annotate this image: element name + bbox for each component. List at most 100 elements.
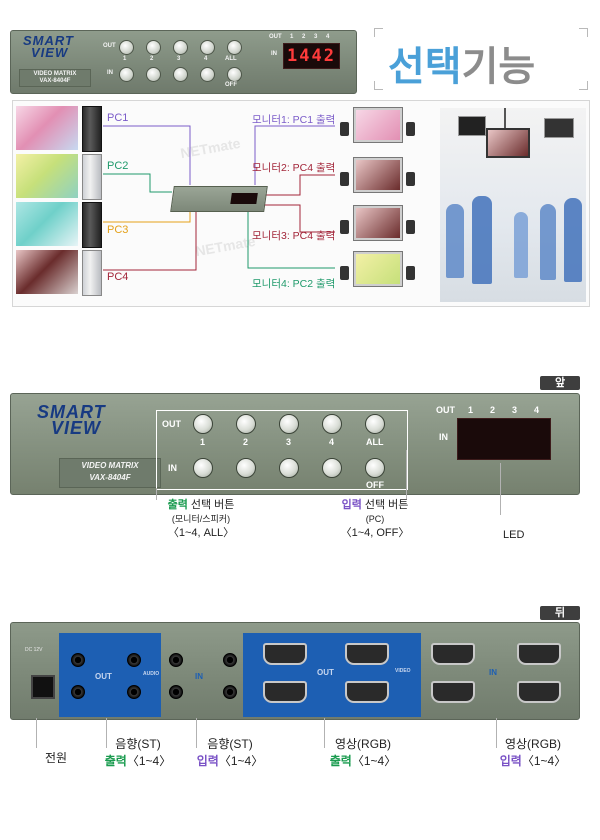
out-button-4[interactable] [200, 40, 215, 55]
front-model-plate: VIDEO MATRIX VAX-8404F [59, 458, 161, 488]
front-led-head-2: 2 [490, 405, 496, 415]
power-label: 전원 [44, 751, 68, 765]
front-led-in-label: IN [439, 432, 448, 442]
front-out-button-3[interactable] [279, 414, 299, 434]
model-line-1: VIDEO MATRIX [33, 71, 77, 77]
vga-in-port-4[interactable] [517, 681, 561, 703]
wire-mon2 [262, 174, 335, 196]
btn-num-3: 3 [177, 56, 181, 62]
in-button-4[interactable] [200, 67, 215, 82]
audio-in-title: 음향(ST) [207, 737, 253, 751]
front-in-button-off[interactable] [365, 458, 385, 478]
led-head-2: 2 [302, 34, 306, 40]
audio-out-label: 음향(ST) 출력〈1~4〉 [98, 736, 178, 770]
audio-out-jack-2[interactable] [127, 653, 141, 667]
pc4-photo [16, 250, 78, 294]
ceiling-monitor-icon [458, 116, 486, 136]
monitor4-label: 모니터4: PC2 출력 [252, 278, 336, 290]
video-out-range: 〈1~4〉 [351, 754, 397, 768]
audio-out-range: 〈1~4〉 [126, 754, 172, 768]
wire-pc4 [103, 212, 197, 271]
in-button-2[interactable] [146, 67, 161, 82]
input-button-callout: 입력 선택 버튼 (PC) 〈1~4, OFF〉 [320, 498, 430, 540]
input-callout-sub: (PC) [365, 514, 385, 524]
in-button-1[interactable] [119, 67, 134, 82]
out-button-1[interactable] [119, 40, 134, 55]
audio-text: AUDIO [143, 671, 160, 677]
wire-pc3 [103, 212, 191, 223]
title-part-2: 기능 [461, 45, 536, 89]
audio-in-range: 〈1~4〉 [218, 754, 264, 768]
pc2-photo [16, 154, 78, 198]
vga-out-port-2[interactable] [345, 643, 389, 665]
out-button-3[interactable] [173, 40, 188, 55]
front-num-1: 1 [200, 437, 206, 447]
video-out-colored: 출력 [329, 754, 352, 768]
front-out-button-1[interactable] [193, 414, 213, 434]
vga-in-port-1[interactable] [431, 643, 475, 665]
corner-bl [374, 81, 383, 90]
input-callout-title: 선택 버튼 [361, 499, 409, 511]
monitor2-label: 모니터2: PC4 출력 [252, 162, 336, 174]
front-out-button-4[interactable] [322, 414, 342, 434]
corner-br [579, 81, 588, 90]
vga-out-port-4[interactable] [345, 681, 389, 703]
audio-in-jack-4[interactable] [223, 685, 237, 699]
out-button-all[interactable] [227, 40, 242, 55]
pc3-photo [16, 202, 78, 246]
front-led-head-4: 4 [534, 405, 540, 415]
front-out-label: OUT [162, 419, 181, 429]
front-out-button-all[interactable] [365, 414, 385, 434]
audio-in-colored: 입력 [196, 754, 219, 768]
leader-power [36, 718, 37, 748]
in-button-3[interactable] [173, 67, 188, 82]
leader-in [406, 450, 407, 500]
audio-in-jack-1[interactable] [169, 653, 183, 667]
audio-out-jack-3[interactable] [71, 685, 85, 699]
front-out-button-2[interactable] [236, 414, 256, 434]
wire-mon3 [262, 204, 335, 233]
pc1-photo [16, 106, 78, 150]
speaker-left-1-icon [340, 122, 349, 136]
led-display: 1442 [283, 43, 340, 69]
leader-video-out [324, 718, 325, 748]
speaker-right-3-icon [406, 220, 415, 234]
ceiling-monitor-main-icon [486, 128, 530, 158]
btn-off-label: OFF [225, 82, 237, 88]
pc4-label: PC4 [107, 271, 129, 283]
output-callout-range: 〈1~4, ALL〉 [167, 527, 235, 539]
audio-in-jack-2[interactable] [223, 653, 237, 667]
front-in-button-1[interactable] [193, 458, 213, 478]
btn-num-4: 4 [204, 56, 208, 62]
front-in-button-4[interactable] [322, 458, 342, 478]
front-in-button-2[interactable] [236, 458, 256, 478]
vga-in-port-2[interactable] [517, 643, 561, 665]
btn-all-label: ALL [225, 56, 237, 62]
wire-mon1 [254, 125, 335, 185]
audio-out-title: 음향(ST) [115, 737, 161, 751]
audio-in-jack-3[interactable] [169, 685, 183, 699]
leader-video-in [496, 718, 497, 748]
in-button-off[interactable] [227, 67, 242, 82]
pc1-tower-icon [82, 106, 102, 152]
front-led-head-1: 1 [468, 405, 474, 415]
audio-out-jack-1[interactable] [71, 653, 85, 667]
audio-out-jack-4[interactable] [127, 685, 141, 699]
out-button-2[interactable] [146, 40, 161, 55]
video-in-title: 영상(RGB) [504, 737, 562, 751]
vga-out-port-1[interactable] [263, 643, 307, 665]
speaker-right-1-icon [406, 122, 415, 136]
input-callout-range: 〈1~4, OFF〉 [340, 527, 410, 539]
leader-out [156, 488, 157, 500]
vga-in-port-3[interactable] [431, 681, 475, 703]
model-plate: VIDEO MATRIX VAX-8404F [19, 69, 91, 87]
wiring-svg [103, 125, 335, 271]
model-line-2: VAX-8404F [39, 78, 71, 84]
corner-tl [374, 28, 383, 37]
vga-out-port-3[interactable] [263, 681, 307, 703]
video-in-colored: 입력 [499, 754, 522, 768]
video-in-range: 〈1~4〉 [521, 754, 567, 768]
person-silhouette-3 [514, 212, 528, 278]
front-in-button-3[interactable] [279, 458, 299, 478]
